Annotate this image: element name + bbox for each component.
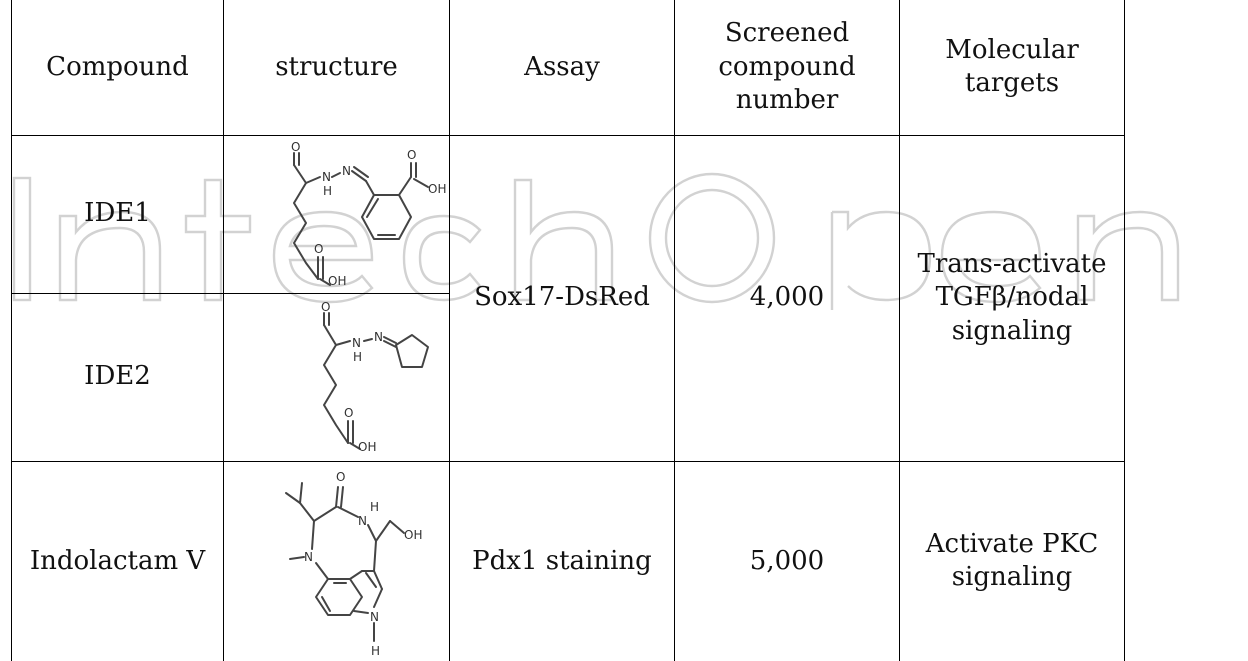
- molecular-targets-value: Activate PKC signaling: [899, 460, 1125, 661]
- header-assay: Assay: [449, 0, 675, 136]
- header-molecular-targets: Molecular targets: [899, 0, 1125, 136]
- structure-cell: O N H OH N N H: [223, 460, 450, 661]
- header-compound: Compound: [11, 0, 224, 136]
- molecular-targets-value: Trans-activate TGFβ/nodal signaling: [899, 134, 1125, 462]
- compound-name: Indolactam V: [11, 460, 224, 661]
- svg-text:N: N: [304, 550, 313, 564]
- ide1-structure-image: O N H N O OH O OH: [291, 140, 446, 288]
- ide2-structure-image: O N H N O OH: [321, 300, 429, 454]
- svg-text:N: N: [342, 164, 351, 178]
- svg-text:N: N: [322, 170, 331, 184]
- svg-text:OH: OH: [428, 182, 446, 196]
- svg-text:N: N: [370, 610, 379, 624]
- screened-number-value: 5,000: [674, 460, 900, 661]
- header-screened-number: Screened compound number: [674, 0, 900, 136]
- svg-text:O: O: [291, 140, 300, 154]
- svg-text:N: N: [358, 514, 367, 528]
- svg-text:N: N: [374, 330, 383, 344]
- structure-cell: O N H N O OH: [223, 292, 450, 462]
- screened-number-value: 4,000: [674, 134, 900, 462]
- svg-text:H: H: [353, 350, 362, 364]
- header-row: Compound structure Assay Screened compou…: [11, 0, 1125, 136]
- compound-name: IDE1: [11, 134, 224, 294]
- assay-value: Sox17-DsRed: [449, 134, 675, 462]
- svg-text:O: O: [407, 148, 416, 162]
- svg-text:H: H: [371, 644, 380, 658]
- compound-table: Compound structure Assay Screened compou…: [11, 0, 1125, 661]
- svg-text:OH: OH: [404, 528, 422, 542]
- table-row: IDE1 O N H N O OH: [11, 134, 1125, 462]
- header-structure: structure: [223, 0, 450, 136]
- svg-text:O: O: [321, 300, 330, 314]
- svg-text:N: N: [352, 336, 361, 350]
- svg-text:OH: OH: [358, 440, 376, 454]
- svg-text:H: H: [323, 184, 332, 198]
- svg-text:OH: OH: [328, 274, 346, 288]
- structure-cell: O N H N O OH O OH: [223, 134, 450, 294]
- table-row: Indolactam V O N H OH N: [11, 460, 1125, 661]
- compound-name: IDE2: [11, 292, 224, 462]
- svg-text:O: O: [336, 470, 345, 484]
- svg-text:H: H: [370, 500, 379, 514]
- assay-value: Pdx1 staining: [449, 460, 675, 661]
- indolactam-v-structure-image: O N H OH N N H: [285, 470, 422, 658]
- svg-text:O: O: [344, 406, 353, 420]
- svg-text:O: O: [314, 242, 323, 256]
